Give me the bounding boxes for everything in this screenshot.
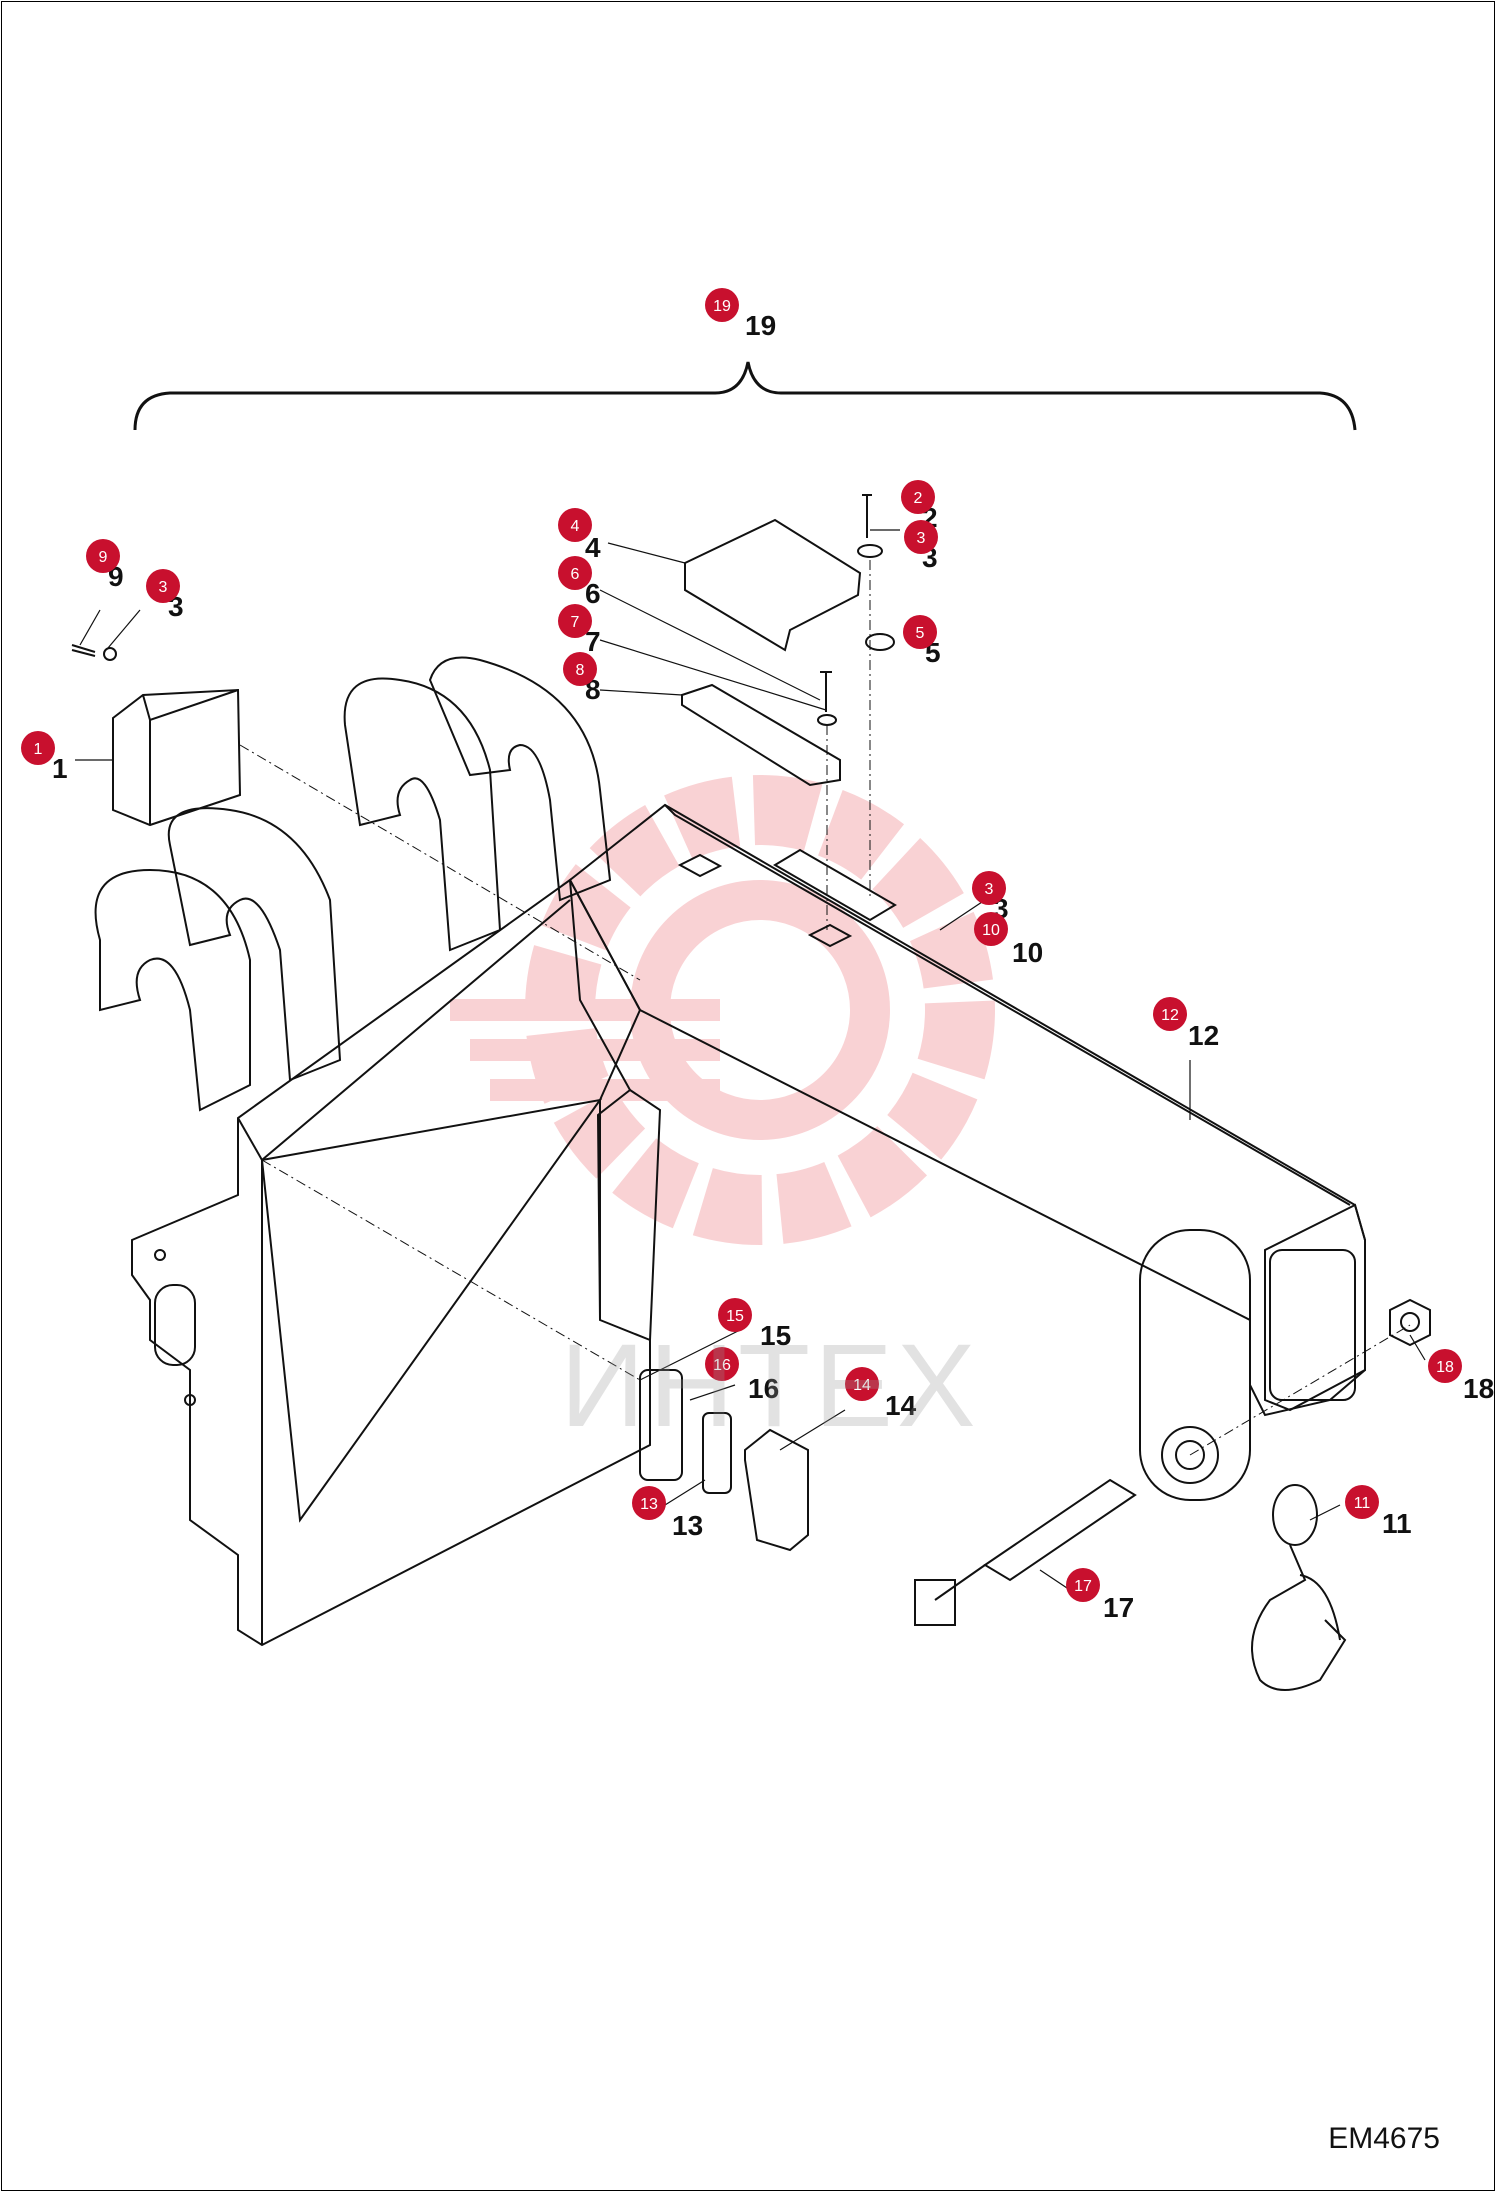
callout-badge-label: 3: [917, 530, 926, 547]
callout-badge: [1345, 1485, 1379, 1519]
callout-number: 10: [1012, 937, 1043, 968]
callout-badge-label: 10: [982, 922, 1000, 939]
callout-badge-label: 8: [576, 662, 585, 679]
callout-badge: [21, 731, 55, 765]
callout-badge: [903, 615, 937, 649]
callout-number: 18: [1463, 1373, 1494, 1404]
callout-badge-label: 6: [571, 566, 580, 583]
components: [71, 494, 1431, 1691]
callout-12: 12 12: [1153, 997, 1219, 1051]
callout-badge-label: 4: [571, 518, 580, 535]
watermark-logo: [450, 775, 995, 1245]
callout-badge: [974, 912, 1008, 946]
callout-badge-label: 15: [726, 1308, 744, 1325]
callout-number: 19: [745, 310, 776, 341]
callout-badge-label: 3: [159, 579, 168, 596]
callout-number: 1: [52, 753, 68, 784]
callout-number: 12: [1188, 1020, 1219, 1051]
callout-7: 77: [558, 604, 601, 657]
callout-badge-label: 1: [34, 741, 43, 758]
callout-1: 11: [21, 731, 68, 784]
assembly-bracket: [133, 361, 1357, 431]
callout-badge-label: 16: [713, 1357, 731, 1374]
callout-13: 13 13: [632, 1486, 703, 1541]
callout-4: 44: [558, 508, 601, 563]
callout-badge: [1066, 1568, 1100, 1602]
callout-badge: [146, 569, 180, 603]
callout-number: 15: [760, 1320, 791, 1351]
callout-badge: [705, 1347, 739, 1381]
callout-badge: [972, 871, 1006, 905]
callout-number: 16: [748, 1373, 779, 1404]
callout-number: 14: [885, 1390, 917, 1421]
callout-badge: [718, 1298, 752, 1332]
callout-badge-label: 18: [1436, 1359, 1454, 1376]
leader-lines: [75, 529, 1426, 1591]
callout-badge: [901, 480, 935, 514]
callout-badge: [1153, 997, 1187, 1031]
callout-layer: 1919223344667788559933113310101212151516…: [21, 288, 1494, 1623]
callout-8: 88: [563, 652, 601, 705]
callout-badge: [563, 652, 597, 686]
callout-badge: [904, 520, 938, 554]
callout-11: 11 11: [1345, 1485, 1412, 1539]
callout-badge: [86, 539, 120, 573]
callout-badge-label: 17: [1074, 1578, 1092, 1595]
callout-3: 33: [146, 569, 184, 622]
callout-badge-label: 3: [985, 881, 994, 898]
callout-14: 14 14: [845, 1367, 917, 1421]
callout-badge-label: 19: [713, 298, 731, 315]
callout-badge-label: 2: [914, 490, 923, 507]
callout-9: 99: [86, 539, 124, 592]
callout-number: 11: [1382, 1508, 1412, 1539]
callout-number: 7: [585, 626, 601, 657]
callout-6: 66: [558, 556, 601, 609]
callout-badge-label: 13: [640, 1496, 658, 1513]
callout-badge-label: 9: [99, 549, 108, 566]
callout-badge: [558, 508, 592, 542]
callout-number: 13: [672, 1510, 703, 1541]
callout-badge-label: 5: [916, 625, 925, 642]
main-frame: [94, 656, 1366, 1647]
callout-badge: [845, 1367, 879, 1401]
callout-badge: [558, 556, 592, 590]
centerlines: [239, 560, 1411, 1456]
callout-badge: [558, 604, 592, 638]
callout-badge: [1428, 1349, 1462, 1383]
callout-number: 6: [585, 578, 601, 609]
callout-10: 10 10: [974, 912, 1043, 968]
callout-3: 33: [904, 520, 938, 573]
callout-badge-label: 14: [853, 1377, 871, 1394]
callout-number: 4: [585, 532, 601, 563]
callout-badge-label: 11: [1354, 1495, 1371, 1512]
callout-number: 17: [1103, 1592, 1134, 1623]
drawing-code: EM4675: [1328, 2122, 1440, 2155]
callout-badge: [632, 1486, 666, 1520]
callout-badge-label: 12: [1161, 1007, 1179, 1024]
callout-badge-label: 7: [571, 614, 580, 631]
callout-badge: [705, 288, 739, 322]
callout-5: 55: [903, 615, 941, 668]
